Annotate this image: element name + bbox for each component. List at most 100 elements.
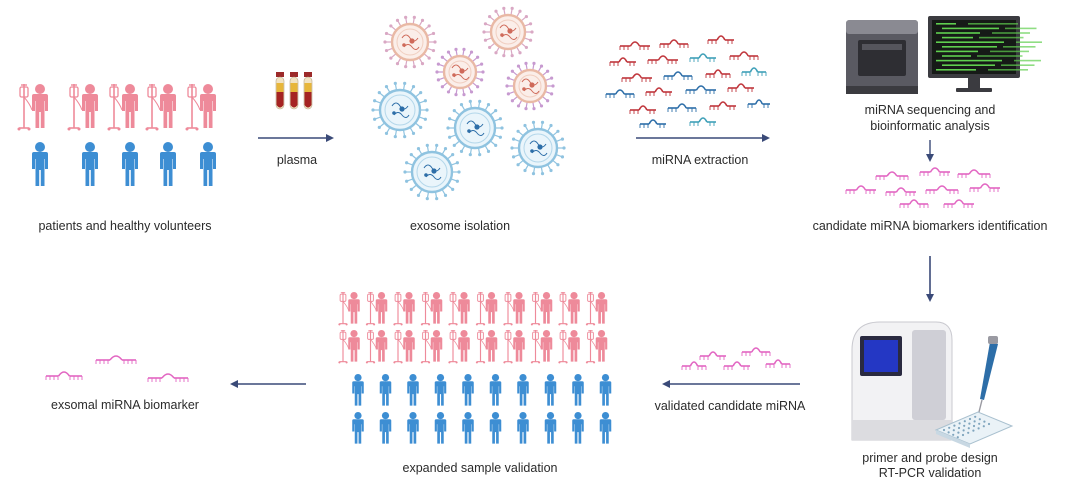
exosome-icon xyxy=(505,61,555,111)
iv-stand-icon xyxy=(530,330,542,364)
mirna-strand-icon xyxy=(685,85,716,94)
patient-icon xyxy=(375,292,388,324)
mirna-strand-icon xyxy=(667,103,697,112)
healthy-volunteer-icon xyxy=(489,412,502,444)
label-validated: validated candidate miRNA xyxy=(654,399,806,413)
patient-icon xyxy=(430,292,443,324)
patient-icon xyxy=(595,292,608,324)
mirna-strand-icon xyxy=(609,57,636,66)
iv-stand-icon xyxy=(448,330,460,364)
patient-group-expanded xyxy=(338,292,608,364)
patient-icon xyxy=(348,292,360,324)
iv-stand-icon xyxy=(67,84,83,131)
label-sequencing-1: miRNA sequencing and xyxy=(864,103,996,117)
candidate-mirna-strand-icon xyxy=(885,187,916,196)
test-tube-icon xyxy=(275,72,285,110)
iv-stand-icon xyxy=(338,330,350,364)
mirna-strand-icon xyxy=(629,105,656,114)
patient-icon xyxy=(82,84,98,128)
patient-icon xyxy=(403,330,415,362)
candidate-mirna-strand-icon xyxy=(969,183,1000,192)
exosome-icon xyxy=(435,47,485,97)
patient-icon xyxy=(485,292,498,324)
exosome-icon xyxy=(482,6,534,58)
label-plasma: plasma xyxy=(276,153,318,167)
healthy-volunteer-icon xyxy=(160,142,176,186)
biomarker-mirna-strand-icon xyxy=(147,373,189,382)
iv-stand-icon xyxy=(185,84,201,131)
exosome-icon xyxy=(371,81,429,139)
patient-icon xyxy=(485,330,498,362)
iv-stand-icon xyxy=(448,292,460,326)
healthy-volunteer-icon xyxy=(462,374,474,406)
healthy-volunteer-icon xyxy=(352,374,364,406)
iv-stand-icon xyxy=(558,330,570,364)
label-exosome: exosome isolation xyxy=(409,219,511,233)
patient-icon xyxy=(540,292,553,324)
healthy-volunteer-icon xyxy=(82,142,98,186)
patient-icon xyxy=(458,330,470,362)
iv-stand-icon xyxy=(393,330,405,364)
test-tube-icon xyxy=(289,72,299,110)
mirna-strand-icon xyxy=(645,87,672,96)
exosome-icon xyxy=(446,99,504,157)
patient-icon xyxy=(375,330,388,362)
healthy-volunteer-icon xyxy=(599,412,612,444)
validated-mirna-strand-icon xyxy=(681,361,707,370)
mirna-strand-icon xyxy=(659,39,689,48)
exosome-icon xyxy=(383,15,437,69)
candidate-mirna-icon xyxy=(845,167,1000,208)
label-expanded: expanded sample validation xyxy=(402,461,558,475)
patient-icon xyxy=(513,292,525,324)
iv-stand-icon xyxy=(475,292,487,326)
iv-stand-icon xyxy=(585,292,597,326)
mirna-strand-icon xyxy=(689,117,716,126)
healthy-volunteer-icon xyxy=(407,412,419,444)
mirna-strand-icon xyxy=(747,99,770,108)
mirna-strand-icon xyxy=(729,51,759,60)
iv-stand-icon xyxy=(503,292,515,326)
validated-mirna-strand-icon xyxy=(723,361,750,370)
healthy-volunteer-icon xyxy=(517,412,529,444)
patient-icon xyxy=(160,84,176,128)
validated-mirna-strand-icon xyxy=(699,351,726,360)
healthy-volunteer-icon xyxy=(572,374,584,406)
plasma-tubes-icon xyxy=(275,72,313,110)
mirna-strand-icon xyxy=(707,35,734,44)
healthy-volunteer-icon xyxy=(352,412,364,444)
test-tube-icon xyxy=(303,72,313,110)
patient-icon xyxy=(32,84,48,128)
patient-icon xyxy=(458,292,470,324)
healthy-volunteer-icon xyxy=(434,412,447,444)
patient-icon xyxy=(403,292,415,324)
iv-stand-icon xyxy=(475,330,487,364)
patient-icon xyxy=(595,330,608,362)
iv-stand-icon xyxy=(145,84,161,131)
patient-icon xyxy=(122,84,138,128)
pipette-icon xyxy=(977,336,998,417)
patient-icon xyxy=(568,292,580,324)
label-biomarker: exsomal miRNA biomarker xyxy=(51,398,199,412)
iv-stand-icon xyxy=(420,330,432,364)
iv-stand-icon xyxy=(365,292,377,326)
healthy-volunteer-icon xyxy=(462,412,474,444)
biomarker-mirna-strand-icon xyxy=(45,371,83,380)
exosome-cluster-icon xyxy=(371,6,566,201)
candidate-mirna-strand-icon xyxy=(919,167,950,176)
candidate-mirna-strand-icon xyxy=(957,169,991,178)
mirna-strand-icon xyxy=(639,119,666,128)
iv-stand-icon xyxy=(585,330,597,364)
candidate-mirna-strand-icon xyxy=(943,199,974,208)
monitor-icon xyxy=(928,16,1042,92)
iv-stand-icon xyxy=(393,292,405,326)
rt-pcr-machine-icon xyxy=(851,321,953,441)
iv-stand-icon xyxy=(338,292,350,326)
pcr-machine-icon xyxy=(851,321,1014,448)
biomarker-mirna-icon xyxy=(45,355,189,382)
mirna-strand-icon xyxy=(663,71,693,80)
mirna-strand-icon xyxy=(727,83,754,92)
healthy-volunteer-icon xyxy=(32,142,48,186)
label-pcr-1: primer and probe design xyxy=(862,451,998,465)
